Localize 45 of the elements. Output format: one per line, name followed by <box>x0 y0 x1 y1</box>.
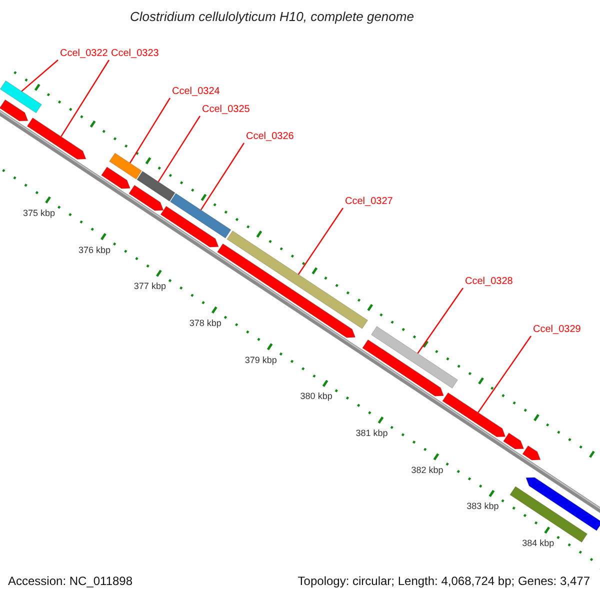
scale-label: 383 kbp <box>466 502 499 512</box>
gene-block <box>160 206 219 248</box>
gene-label: Ccel_0324 <box>172 86 220 97</box>
scale-label: 379 kbp <box>244 356 277 366</box>
leader-line <box>478 336 532 413</box>
gene-bar <box>0 80 42 114</box>
scale-label: 381 kbp <box>356 429 388 439</box>
gene-bar <box>108 152 142 180</box>
gene-block <box>362 339 444 396</box>
gene-block <box>100 166 131 189</box>
gene-block <box>522 445 541 460</box>
gene-label: Ccel_0327 <box>345 196 393 207</box>
leader-line <box>21 60 58 92</box>
leader-line <box>298 208 344 275</box>
gene-bar <box>226 230 368 330</box>
gene-label: Ccel_0323 <box>111 48 159 59</box>
genome-summary-text: Topology: circular; Length: 4,068,724 bp; Genes: 3,477 <box>298 575 590 588</box>
scale-label: 375 kbp <box>23 208 56 219</box>
gene-block <box>128 184 164 211</box>
gene-bar <box>370 326 458 389</box>
leader-line <box>158 116 200 182</box>
leader-line <box>417 288 464 354</box>
leader-line <box>200 142 244 210</box>
gene-label: Ccel_0328 <box>465 276 513 287</box>
gene-block <box>0 99 28 122</box>
leader-line <box>60 60 110 137</box>
scale-label: 382 kbp <box>411 466 444 476</box>
gene-label: Ccel_0325 <box>202 104 250 115</box>
gene-block <box>526 477 600 532</box>
gene-label: Ccel_0322 <box>60 48 108 59</box>
scale-label: 378 kbp <box>189 319 222 329</box>
gene-block <box>502 432 524 450</box>
gene-block <box>26 117 86 160</box>
scale-label: 380 kbp <box>300 392 332 402</box>
gene-bar <box>170 192 232 239</box>
diagram-title: Clostridium cellulolyticum H10, complete genome <box>130 10 414 24</box>
accession-text: Accession: NC_011898 <box>8 575 133 588</box>
leader-line <box>129 98 171 164</box>
gene-label: Ccel_0329 <box>533 324 581 335</box>
scale-label: 377 kbp <box>134 282 166 292</box>
gene-bar <box>136 170 176 202</box>
scale-label: 376 kbp <box>78 246 110 256</box>
gene-block <box>442 392 506 438</box>
scale-label: 384 kbp <box>522 539 554 550</box>
gene-label: Ccel_0326 <box>246 131 294 142</box>
